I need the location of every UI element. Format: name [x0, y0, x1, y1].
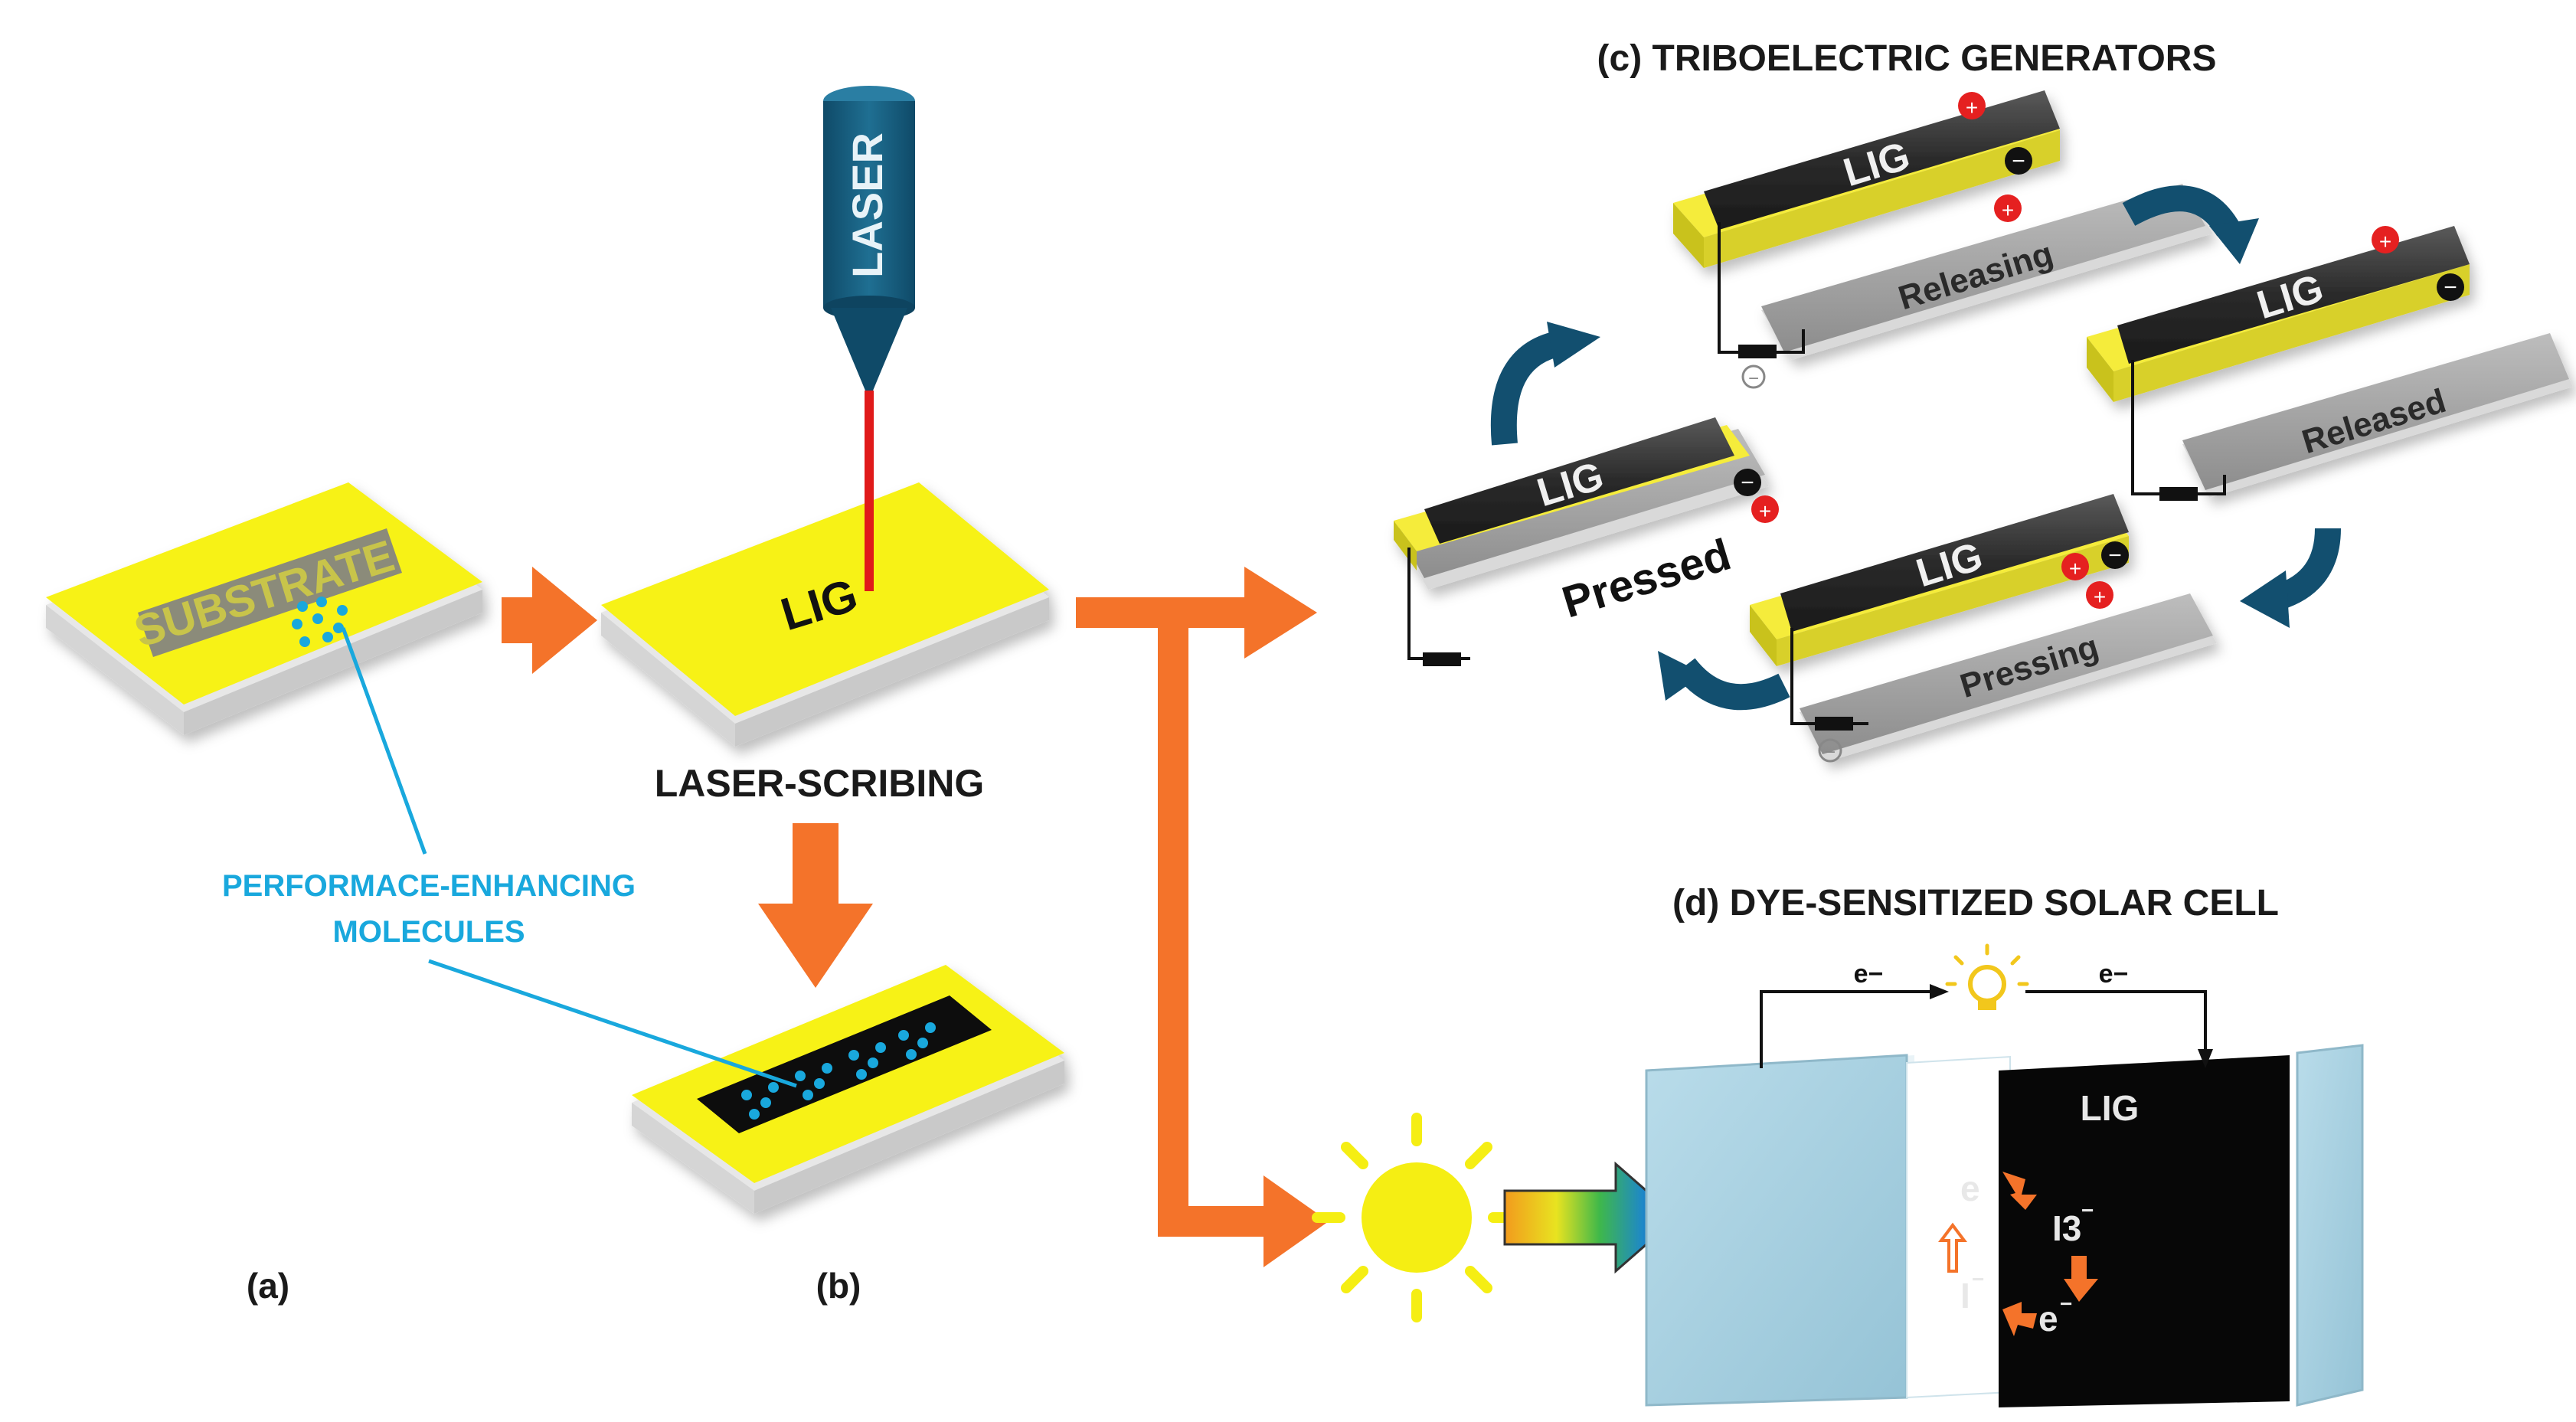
- arrow-a-to-b: [502, 567, 597, 674]
- teng-unit-pressed: [1394, 417, 1769, 590]
- cycle-arrowhead-4: [1547, 322, 1600, 368]
- plus-3a: +: [2069, 557, 2081, 580]
- teng-unit-released: [2087, 226, 2573, 498]
- dssc-lig-label: LIG: [2081, 1088, 2140, 1128]
- laser-head: LASER: [823, 86, 915, 391]
- molecules-label-line2: MOLECULES: [332, 915, 525, 949]
- molecule-dots-a: [292, 597, 348, 647]
- resistor-2: [2159, 487, 2198, 501]
- teng-state-pressed: Pressed: [1557, 529, 1737, 627]
- species-i3-charge: −: [2081, 1198, 2094, 1222]
- teng-title: (c) TRIBOELECTRIC GENERATORS: [1597, 38, 2217, 79]
- cycle-arrow-top-right: [2122, 185, 2240, 237]
- branch-arrow: [1076, 567, 1329, 1267]
- dssc-electron-left: e−: [1854, 959, 1884, 989]
- ground-1: −: [1748, 368, 1759, 389]
- species-e-top: e: [1960, 1169, 1980, 1208]
- plus-1b: +: [2002, 198, 2014, 222]
- arrow-b-down: [758, 823, 873, 988]
- ground-3: −: [1825, 742, 1836, 763]
- lig-slab: [601, 482, 1049, 747]
- panel-label-a: (a): [247, 1266, 289, 1306]
- molecules-label-line1: PERFORMACE-ENHANCING: [222, 869, 636, 903]
- species-e-bottom-charge: −: [2060, 1292, 2072, 1316]
- teng-unit-releasing: [1673, 90, 2213, 360]
- redox-arrow-1: [2002, 1172, 2037, 1210]
- resistor-1: [1738, 345, 1777, 358]
- cycle-arrowhead-3: [1658, 651, 1704, 701]
- cycle-arrowhead-1: [2209, 218, 2259, 264]
- plus-3b: +: [2094, 585, 2106, 609]
- minus-1: −: [2012, 149, 2025, 174]
- cycle-arrow-bottom-left: [1674, 658, 1790, 711]
- resistor-4: [1423, 652, 1461, 666]
- cycle-arrow-left-up: [1490, 332, 1559, 446]
- molecule-dots-b: [741, 1022, 936, 1120]
- dssc-circuit-right: [2025, 990, 2207, 1057]
- laser-scribing-label: LASER-SCRIBING: [655, 762, 985, 805]
- plus-2: +: [2379, 230, 2391, 253]
- dssc-title: (d) DYE-SENSITIZED SOLAR CELL: [1672, 883, 2279, 923]
- species-i: I: [1960, 1276, 1970, 1316]
- sun-icon: [1312, 1113, 1522, 1322]
- lightbulb-icon: [1945, 943, 2029, 1010]
- panel-label-b: (b): [816, 1266, 861, 1306]
- redox-arrow-2: [2064, 1256, 2098, 1302]
- callout-line-top: [341, 627, 427, 855]
- scribed-slab: [632, 965, 1064, 1214]
- cycle-arrow-right-down: [2274, 528, 2341, 610]
- dssc-electron-right: e−: [2099, 959, 2129, 989]
- cycle-arrowhead-2: [2240, 570, 2290, 628]
- lig-pattern: [697, 995, 992, 1133]
- minus-2: −: [2444, 275, 2457, 300]
- species-i-charge: −: [1972, 1267, 1984, 1291]
- resistor-3: [1815, 717, 1853, 731]
- species-e-bottom: e: [2038, 1299, 2058, 1339]
- laser-beam: [865, 391, 874, 591]
- minus-4: −: [1741, 470, 1754, 495]
- dssc-cell: [1645, 1044, 2364, 1407]
- redox-species: e I3 − I − e −: [1938, 1169, 2098, 1339]
- plus-4: +: [1759, 499, 1771, 523]
- teng-unit-pressing: [1750, 494, 2217, 762]
- redox-arrow-4: [1938, 1222, 1967, 1273]
- plus-1a: +: [1966, 96, 1978, 119]
- species-i3: I3: [2052, 1208, 2081, 1248]
- minus-3: −: [2108, 543, 2122, 568]
- callout-line-bottom: [428, 959, 797, 1088]
- redox-arrow-3: [2002, 1302, 2037, 1336]
- dssc-circuit-left: [1760, 990, 1930, 1068]
- laser-label: LASER: [843, 132, 891, 278]
